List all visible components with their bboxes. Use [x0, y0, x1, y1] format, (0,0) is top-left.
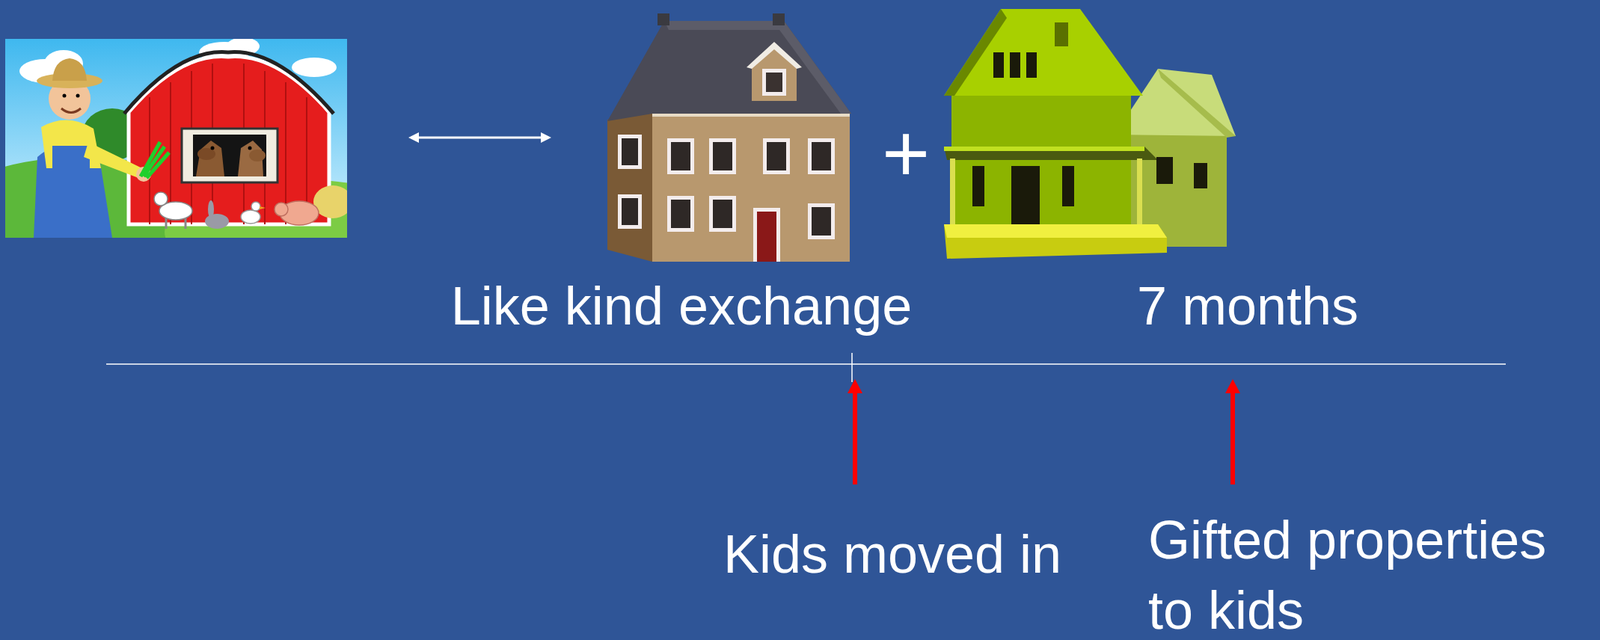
- dormer: [746, 41, 802, 101]
- farm-picture: [5, 38, 348, 238]
- door-frame: [753, 207, 781, 262]
- timeline-tick: [851, 353, 853, 383]
- label-box: 7 months: [1136, 275, 1359, 338]
- red-arrow: [1225, 379, 1241, 485]
- barn: [124, 52, 334, 225]
- label-box: Like kind exchange: [451, 275, 912, 338]
- farmer: [33, 58, 170, 238]
- door: [756, 211, 777, 262]
- label-box: Kids moved in: [723, 523, 1062, 586]
- label-box: +: [881, 112, 930, 195]
- timeline: [106, 363, 1506, 366]
- green-house: [943, 8, 1236, 259]
- exchange-label: Like kind exchange: [451, 275, 912, 338]
- red-arrow: [847, 379, 863, 485]
- double-arrow: [408, 132, 552, 143]
- label-box: Gifted properties to kids: [1148, 505, 1590, 640]
- animals: [154, 192, 319, 229]
- event-label: Kids moved in: [723, 523, 1062, 586]
- brown-house: [607, 13, 852, 262]
- plus-sign: +: [881, 112, 930, 195]
- horses: [195, 140, 266, 177]
- duration-label: 7 months: [1136, 275, 1359, 338]
- windows: [617, 134, 835, 240]
- event-label: Gifted properties to kids: [1148, 505, 1590, 640]
